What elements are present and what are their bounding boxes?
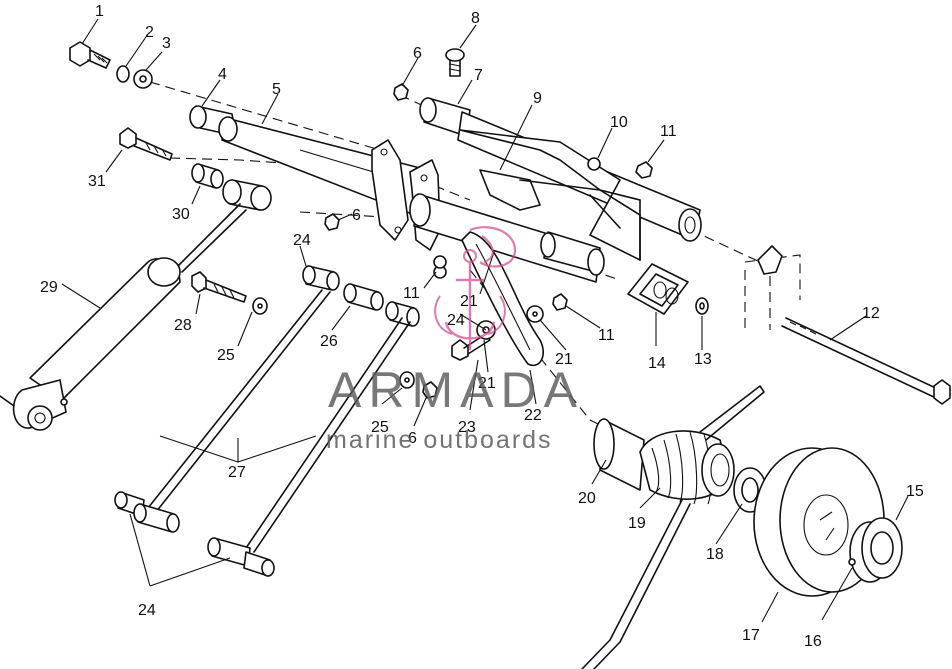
callout-10: 10 bbox=[610, 114, 628, 131]
callout-4: 4 bbox=[218, 66, 227, 83]
screw-8 bbox=[445, 48, 465, 77]
callout-28: 28 bbox=[174, 317, 192, 334]
callout-17: 17 bbox=[742, 627, 760, 644]
callout-6: 6 bbox=[352, 207, 361, 224]
washer-13 bbox=[695, 297, 709, 315]
callout-25: 25 bbox=[217, 347, 235, 364]
callout-14: 14 bbox=[648, 355, 666, 372]
callout-24: 24 bbox=[138, 602, 156, 619]
bushing-26 bbox=[343, 283, 384, 311]
washer-25-left bbox=[252, 297, 268, 315]
washer-3 bbox=[133, 69, 153, 89]
callout-26: 26 bbox=[320, 333, 338, 350]
callout-24: 24 bbox=[447, 312, 465, 329]
watermark-logo: ARMADA marine outboards bbox=[326, 226, 584, 454]
callout-25: 25 bbox=[371, 419, 389, 436]
callout-11: 11 bbox=[598, 327, 615, 344]
bolt-12 bbox=[781, 317, 951, 405]
watermark-anchor-icon bbox=[434, 226, 517, 350]
nut-11-top bbox=[635, 161, 653, 179]
bushing-24-upper bbox=[302, 265, 340, 291]
spacer-30 bbox=[191, 163, 224, 189]
nut-11-right bbox=[552, 293, 568, 311]
callout-11: 11 bbox=[403, 285, 420, 302]
callout-27: 27 bbox=[228, 464, 246, 481]
rail-frame-9 bbox=[459, 129, 641, 261]
callout-30: 30 bbox=[172, 206, 190, 223]
nut-6-low bbox=[422, 381, 438, 399]
callout-20: 20 bbox=[578, 490, 596, 507]
callout-1: 1 bbox=[95, 3, 104, 20]
callout-8: 8 bbox=[471, 10, 480, 27]
nut-6-top bbox=[393, 83, 409, 101]
rod-27-right bbox=[207, 317, 411, 577]
lower-shaft bbox=[409, 193, 605, 283]
callout-22: 22 bbox=[524, 407, 542, 424]
washer-11-center bbox=[433, 255, 447, 279]
nut-6-mid bbox=[324, 213, 340, 231]
pin-16 bbox=[848, 558, 856, 566]
callout-21: 21 bbox=[555, 351, 573, 368]
callout-29: 29 bbox=[40, 279, 58, 296]
callout-numbers: 1 2 3 4 5 6 8 7 9 10 11 31 30 6 24 29 28… bbox=[40, 3, 924, 650]
callout-2: 2 bbox=[145, 24, 154, 41]
rod-27-left bbox=[114, 289, 331, 533]
callout-12: 12 bbox=[862, 305, 880, 322]
washer-2 bbox=[116, 65, 130, 83]
bracket-plate-left bbox=[371, 139, 409, 241]
watermark-brand: ARMADA bbox=[328, 362, 584, 418]
callout-9: 9 bbox=[533, 90, 542, 107]
hub-15 bbox=[849, 517, 903, 583]
callout-16: 16 bbox=[804, 633, 822, 650]
frame-clip bbox=[757, 245, 783, 275]
washer-25-lower bbox=[399, 371, 415, 389]
front-shaft-4-5 bbox=[189, 105, 421, 215]
callout-5: 5 bbox=[272, 81, 281, 98]
callout-18: 18 bbox=[706, 546, 724, 563]
watermark-tagline: marine outboards bbox=[326, 426, 553, 454]
callout-31: 31 bbox=[88, 173, 106, 190]
bracket-14 bbox=[627, 263, 689, 315]
leader-lines bbox=[61, 18, 909, 623]
callout-6: 6 bbox=[413, 45, 422, 62]
callout-24: 24 bbox=[293, 232, 311, 249]
bolt-31 bbox=[119, 127, 173, 161]
callout-21: 21 bbox=[478, 375, 496, 392]
washer-21-c bbox=[526, 305, 544, 323]
shock-absorber-29 bbox=[0, 179, 272, 431]
bushing-24-mid bbox=[385, 301, 420, 327]
callout-11: 11 bbox=[660, 123, 677, 140]
bolt-1 bbox=[69, 41, 111, 69]
tube-20 bbox=[593, 418, 645, 491]
callout-6: 6 bbox=[408, 430, 417, 447]
washer-10 bbox=[587, 157, 601, 171]
callout-7: 7 bbox=[474, 67, 483, 84]
callout-15: 15 bbox=[906, 483, 924, 500]
callout-13: 13 bbox=[694, 351, 712, 368]
spring-19 bbox=[581, 385, 765, 669]
bolt-28 bbox=[191, 271, 247, 303]
callout-23: 23 bbox=[458, 419, 476, 436]
callout-3: 3 bbox=[162, 35, 171, 52]
callout-19: 19 bbox=[628, 515, 646, 532]
